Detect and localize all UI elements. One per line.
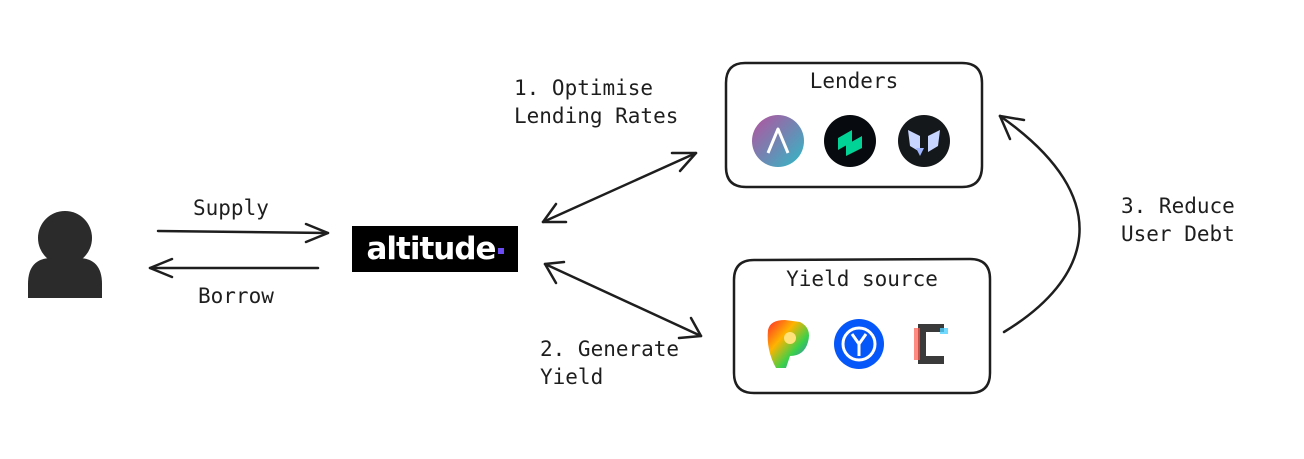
logo-accent-dot — [497, 248, 504, 254]
user-icon — [28, 211, 102, 298]
supply-label: Supply — [193, 196, 269, 220]
borrow-arrow — [148, 257, 320, 279]
logo-text: altitude — [366, 231, 496, 267]
optimise-label: 1. Optimise Lending Rates — [514, 76, 679, 128]
morpho-icon — [898, 115, 950, 167]
yield-source-title: Yield source — [786, 267, 938, 291]
optimise-arrow — [541, 151, 698, 224]
altitude-logo: altitude — [352, 226, 518, 272]
yearn-icon — [834, 319, 884, 369]
generate-label: 2. Generate Yield — [540, 337, 680, 389]
aave-icon — [752, 115, 804, 167]
yield-source-box — [732, 257, 992, 395]
reduce-debt-label: 3. Reduce User Debt — [1121, 194, 1235, 246]
reduce-debt-arrow — [998, 114, 1081, 334]
supply-arrow — [156, 222, 330, 244]
generate-arrow — [543, 260, 703, 340]
curve-icon — [767, 320, 809, 368]
convex-icon — [914, 324, 948, 364]
lenders-box — [724, 61, 984, 189]
compound-icon — [824, 115, 876, 167]
borrow-label: Borrow — [198, 284, 274, 308]
lenders-title: Lenders — [809, 69, 899, 93]
